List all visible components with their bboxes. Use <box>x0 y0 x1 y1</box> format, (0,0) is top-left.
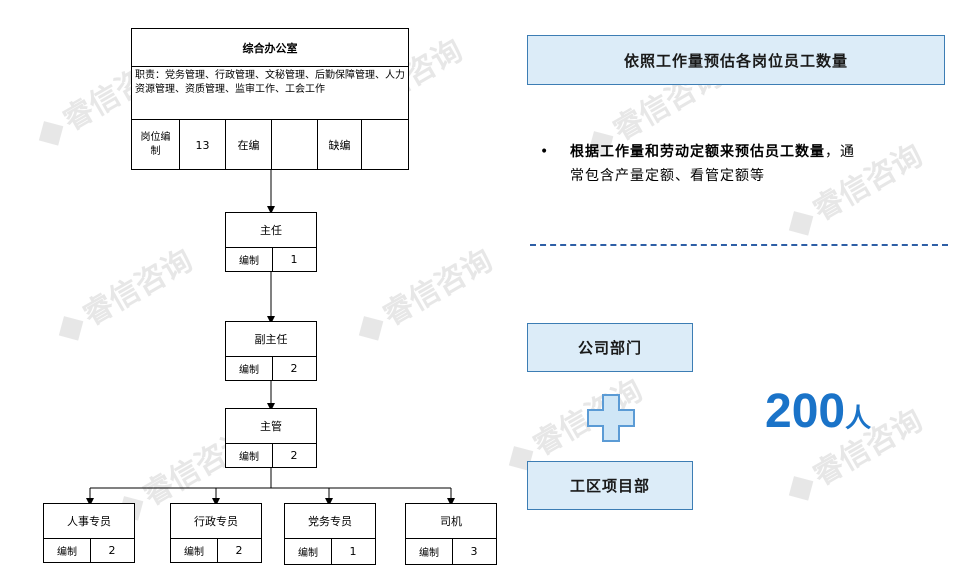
bullet-point: • 根据工作量和劳动定额来预估员工数量，通 常包含产量定额、看管定额等 <box>540 140 950 188</box>
node-value: 1 <box>349 544 357 558</box>
bullet-text-line2: 常包含产量定额、看管定额等 <box>570 168 765 184</box>
node-value: 3 <box>470 544 478 558</box>
node-value: 2 <box>290 448 298 462</box>
estimation-header: 依照工作量预估各岗位员工数量 <box>527 35 945 85</box>
node-title: 行政专员 <box>171 504 261 539</box>
node-title: 党务专员 <box>285 504 375 539</box>
plus-icon <box>587 394 635 442</box>
bullet-bold-text: 根据工作量和劳动定额来预估员工数量 <box>570 144 825 160</box>
node-party-specialist: 党务专员 编制 1 <box>284 503 376 565</box>
total-number: 200 <box>765 385 846 438</box>
office-duties: 职责：党务管理、行政管理、文秘管理、后勤保障管理、人力资源管理、资质管理、监审工… <box>132 66 408 120</box>
node-deputy-director: 副主任 编制 2 <box>225 321 317 381</box>
office-onstaff-value <box>272 120 318 170</box>
node-value: 2 <box>108 543 116 557</box>
office-vacancy-label: 缺编 <box>318 120 362 170</box>
node-title: 副主任 <box>226 322 316 357</box>
office-staffing-value: 13 <box>180 120 226 170</box>
node-hr-specialist: 人事专员 编制 2 <box>43 503 135 563</box>
node-label: 编制 <box>171 538 218 562</box>
total-count: 200人 <box>765 384 871 440</box>
company-dept-box: 公司部门 <box>527 323 693 372</box>
bullet-text-rest: ，通 <box>825 144 855 160</box>
node-label: 编制 <box>226 356 273 380</box>
dashed-separator <box>530 244 948 246</box>
office-staffing-label: 岗位编制 <box>132 120 180 170</box>
node-value: 1 <box>290 252 298 266</box>
total-unit: 人 <box>845 403 872 433</box>
node-label: 编制 <box>226 443 273 467</box>
office-onstaff-label: 在编 <box>226 120 272 170</box>
node-label: 编制 <box>285 538 332 564</box>
bullet-dot: • <box>540 144 550 160</box>
node-label: 编制 <box>406 538 453 564</box>
node-title: 司机 <box>406 504 496 539</box>
node-value: 2 <box>290 361 298 375</box>
node-title: 主任 <box>226 213 316 248</box>
node-driver: 司机 编制 3 <box>405 503 497 565</box>
node-value: 2 <box>235 543 243 557</box>
node-director: 主任 编制 1 <box>225 212 317 272</box>
node-label: 编制 <box>44 538 91 562</box>
node-supervisor: 主管 编制 2 <box>225 408 317 468</box>
office-title: 综合办公室 <box>132 29 408 67</box>
project-dept-box: 工区项目部 <box>527 461 693 510</box>
node-title: 人事专员 <box>44 504 134 539</box>
office-box: 综合办公室 职责：党务管理、行政管理、文秘管理、后勤保障管理、人力资源管理、资质… <box>131 28 409 170</box>
node-title: 主管 <box>226 409 316 444</box>
node-admin-specialist: 行政专员 编制 2 <box>170 503 262 563</box>
node-label: 编制 <box>226 247 273 271</box>
